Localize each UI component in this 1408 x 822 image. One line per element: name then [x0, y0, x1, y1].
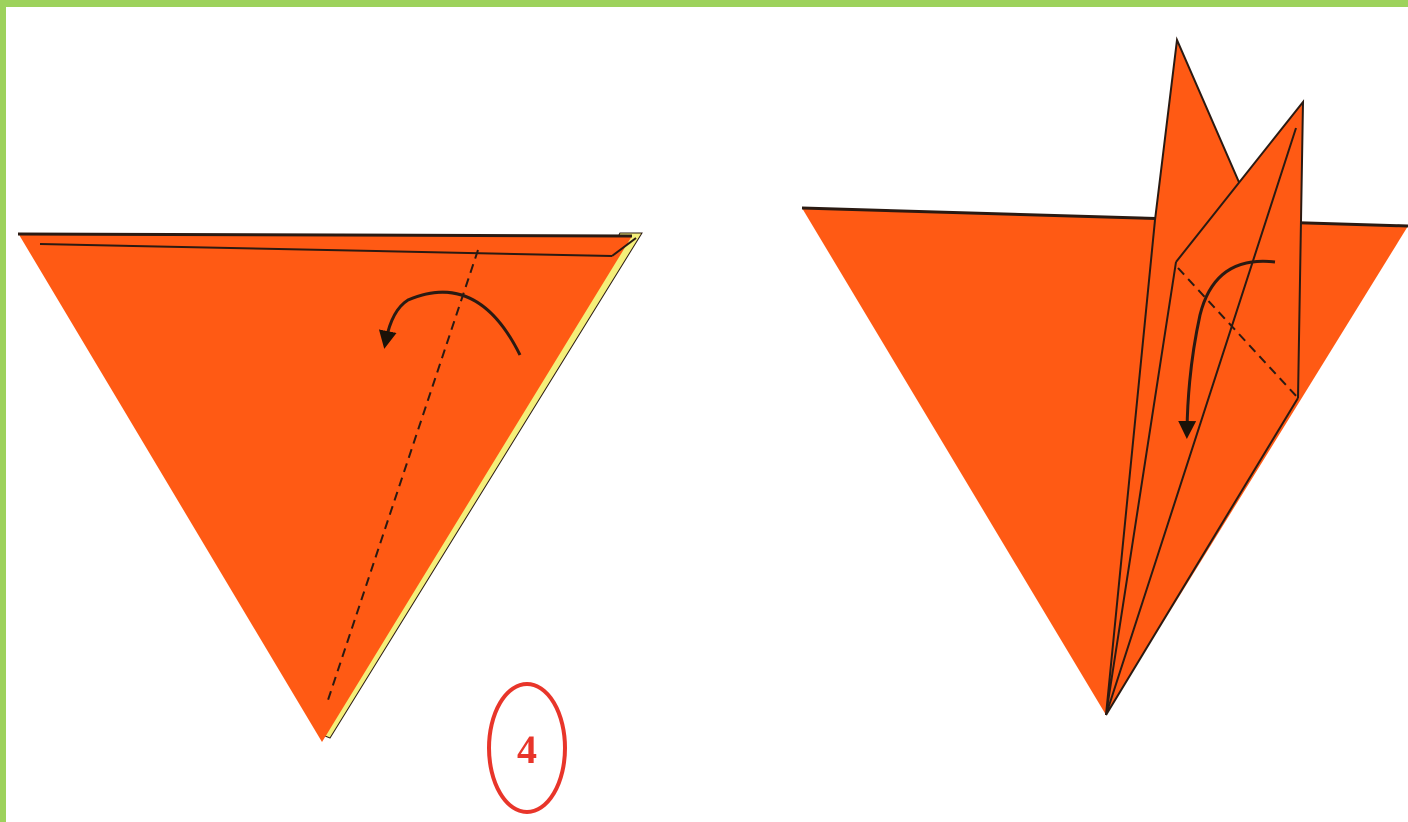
step-marker: 4 — [489, 684, 565, 812]
step-number: 4 — [517, 727, 537, 772]
right-fold-diagram — [802, 40, 1408, 715]
left-fold-diagram — [18, 233, 642, 742]
right-base-triangle — [802, 208, 1408, 715]
top-edge-line — [18, 234, 632, 236]
left-triangle-paper — [18, 233, 632, 742]
